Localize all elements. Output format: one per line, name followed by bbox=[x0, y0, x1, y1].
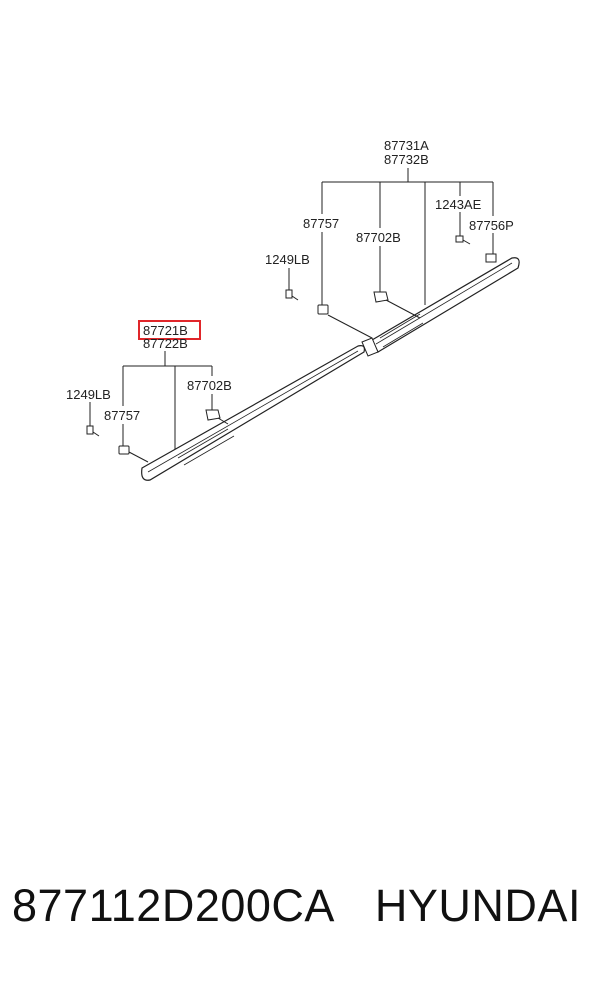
upper-cap-icon bbox=[485, 253, 497, 263]
upper-clip-icon bbox=[317, 304, 373, 339]
upper-screw-icon bbox=[455, 235, 471, 245]
footer-caption: 877112D200CA HYUNDAI bbox=[12, 880, 581, 932]
label-upper-bolt: 1249LB bbox=[265, 252, 310, 267]
upper-bolt-icon bbox=[285, 289, 299, 301]
brand-name: HYUNDAI bbox=[374, 880, 581, 931]
lower-nut-icon bbox=[205, 409, 229, 425]
label-lower-b: 87722B bbox=[143, 336, 188, 351]
label-upper-a: 87731A bbox=[384, 138, 429, 153]
lower-bolt-icon bbox=[86, 425, 100, 437]
label-upper-b: 87732B bbox=[384, 152, 429, 167]
part-number: 877112D200CA bbox=[12, 880, 335, 931]
highlight-box bbox=[138, 320, 201, 340]
lower-molding bbox=[141, 345, 365, 481]
lower-clip-icon bbox=[118, 445, 149, 463]
label-lower-clip: 87757 bbox=[104, 408, 140, 423]
upper-nut-icon bbox=[373, 291, 421, 319]
label-lower-bolt: 1249LB bbox=[66, 387, 111, 402]
label-upper-cap: 87756P bbox=[469, 218, 514, 233]
label-upper-clip: 87757 bbox=[303, 216, 339, 231]
label-upper-nut: 87702B bbox=[356, 230, 401, 245]
label-lower-nut: 87702B bbox=[187, 378, 232, 393]
label-lower-a: 87721B bbox=[143, 323, 188, 338]
upper-molding bbox=[361, 257, 520, 357]
label-upper-screw: 1243AE bbox=[435, 197, 482, 212]
